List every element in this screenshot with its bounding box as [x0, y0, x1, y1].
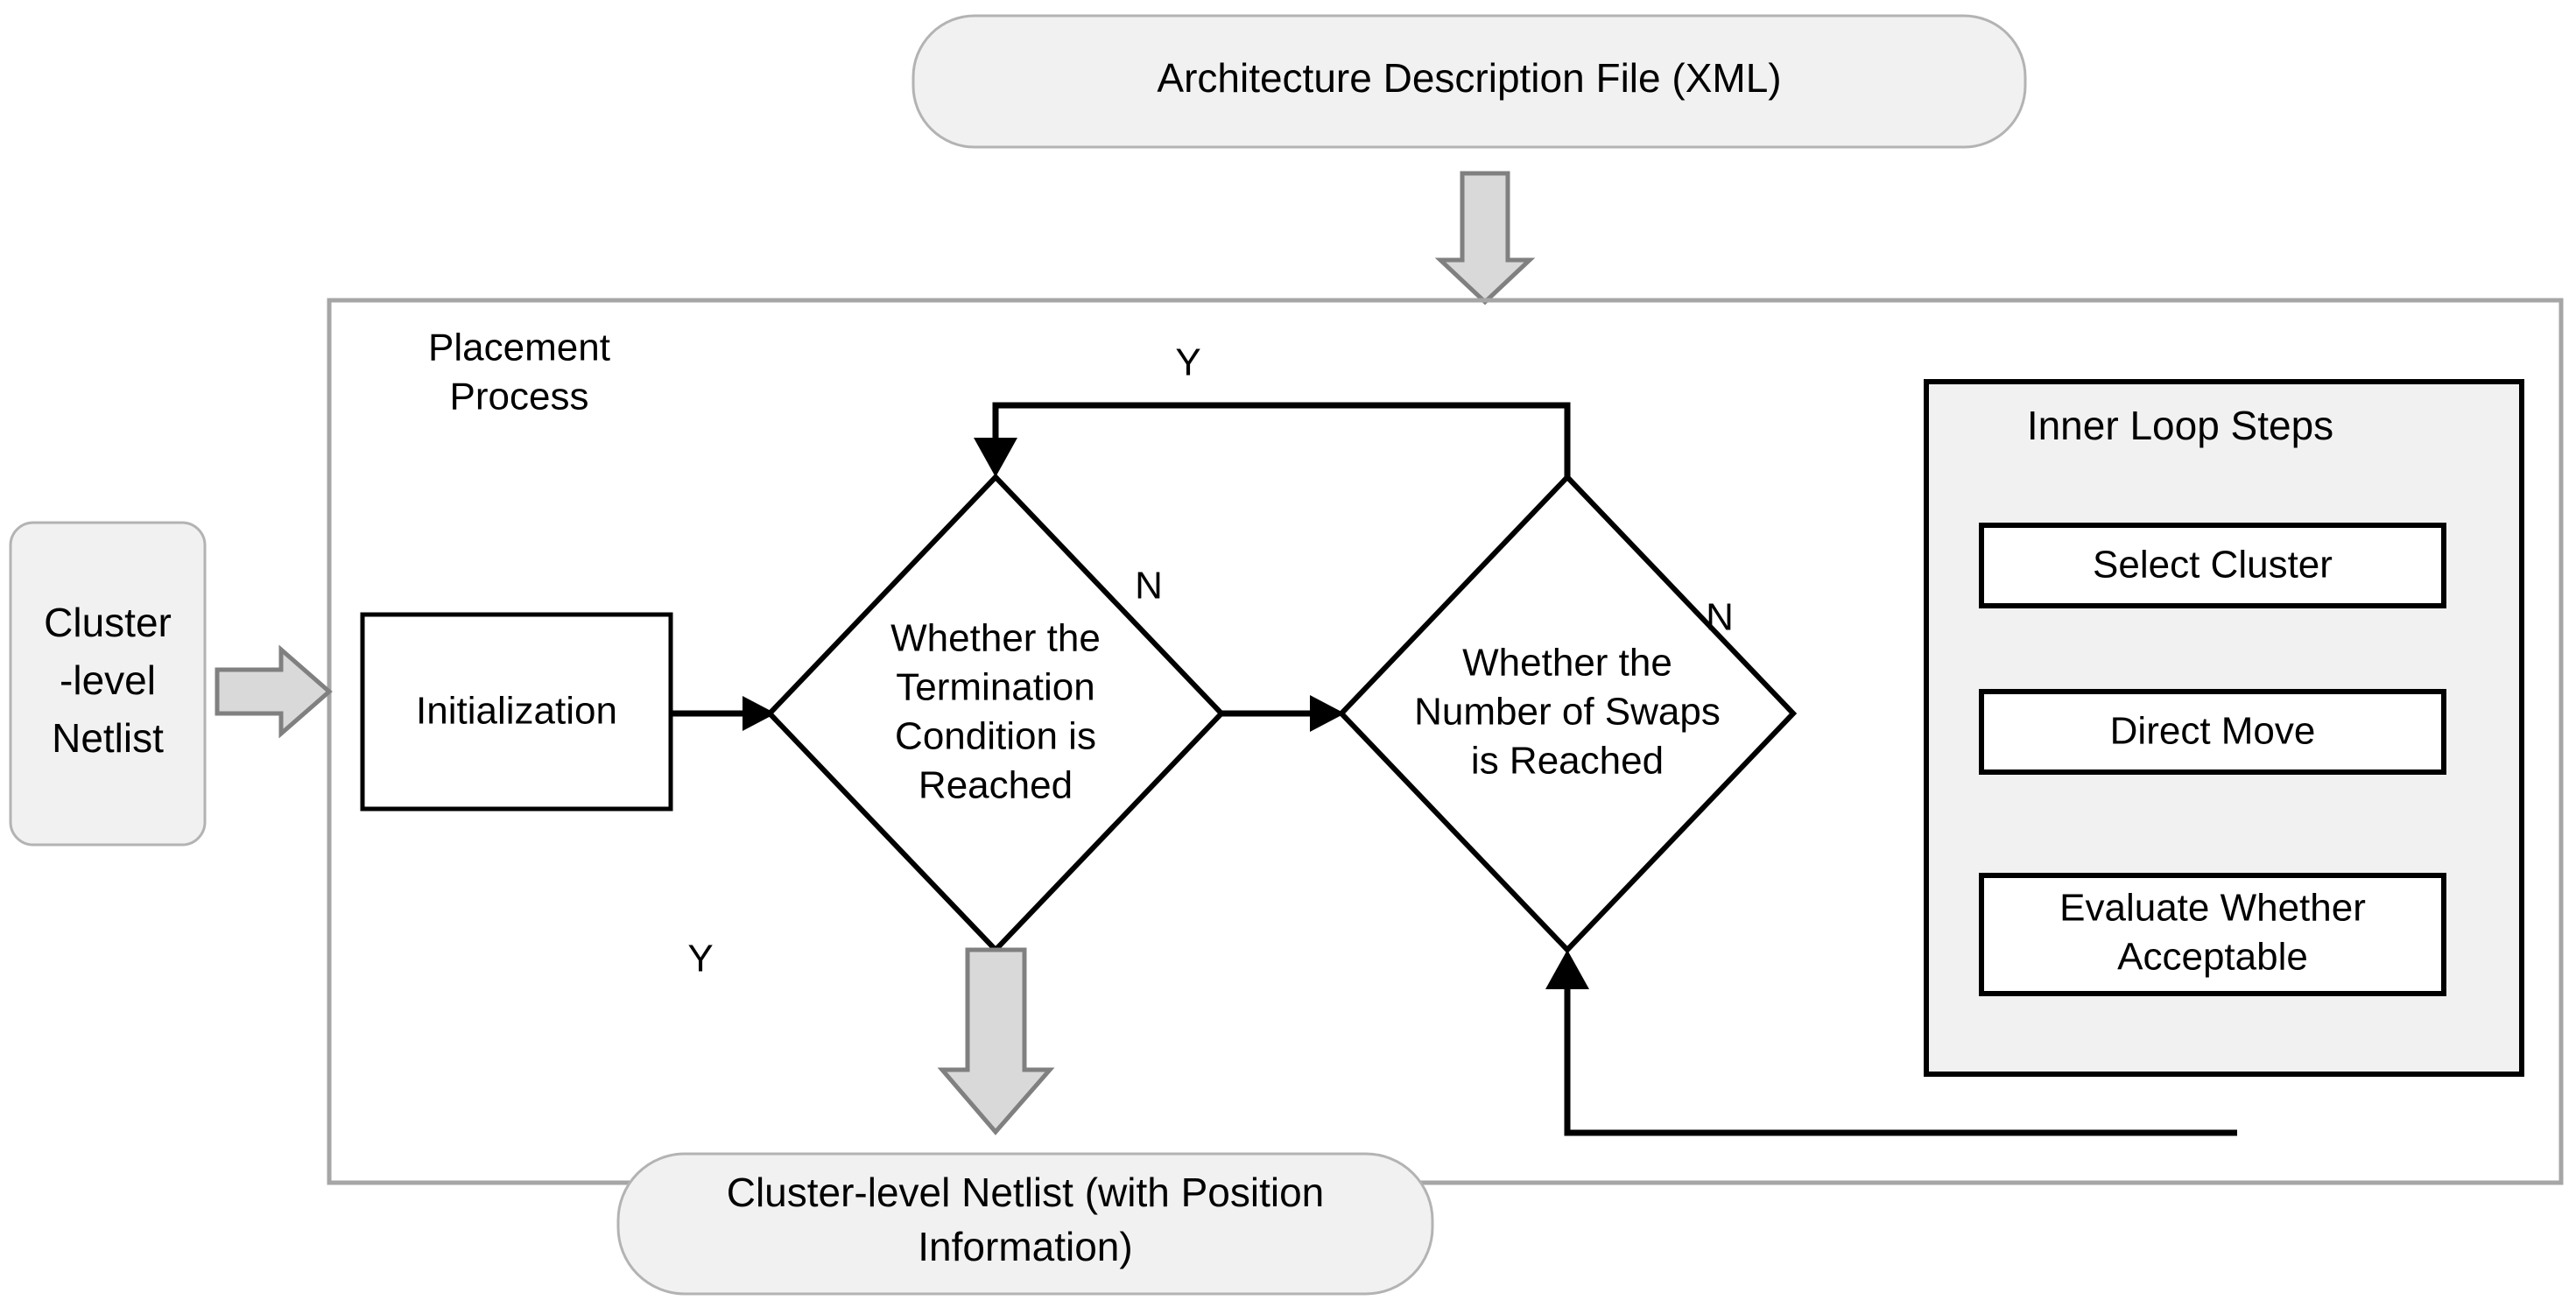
edge-initialization-to-termination — [671, 696, 776, 731]
inner-loop-steps-panel: Inner Loop Steps Select Cluster Direct M… — [1924, 379, 2524, 1077]
swaps-count-label-line-1: Whether the — [1462, 642, 1672, 685]
termination-condition-diamond — [765, 473, 1226, 954]
edge-label-termination-yes: Y — [687, 938, 713, 980]
edge-label-termination-no: N — [1135, 565, 1163, 608]
architecture-file-pill — [911, 14, 2027, 149]
inner-loop-panel-title: Inner Loop Steps — [2027, 403, 2333, 448]
result-netlist-pill — [616, 1152, 1434, 1296]
evaluate-acceptable-label-line-2: Acceptable — [2117, 936, 2308, 979]
inner-loop-step-direct-move[interactable]: Direct Move — [1979, 689, 2446, 775]
cluster-netlist-label-line-2: -level — [60, 657, 156, 703]
direct-move-box — [1979, 689, 2446, 775]
placement-process-title-line-2: Process — [450, 376, 589, 418]
edge-termination-no-to-swaps — [1221, 695, 1345, 732]
inner-loop-step-evaluate-acceptable[interactable]: Evaluate Whether Acceptable — [1979, 873, 2446, 996]
edge-inner-loop-feedback — [1545, 950, 2237, 1136]
cluster-netlist-label-line-1: Cluster — [44, 600, 172, 645]
evaluate-acceptable-label-line-1: Evaluate Whether — [2059, 887, 2366, 930]
evaluate-acceptable-box — [1979, 873, 2446, 996]
placement-process-title-line-1: Placement — [428, 327, 610, 369]
termination-condition-label-line-2: Termination — [896, 666, 1094, 709]
select-cluster-box — [1979, 523, 2446, 608]
initialization-box — [360, 612, 673, 812]
placement-process-container — [327, 298, 2564, 1185]
cluster-netlist-input-node[interactable]: Cluster -level Netlist — [9, 521, 207, 847]
result-netlist-node[interactable]: Cluster-level Netlist (with Position Inf… — [616, 1152, 1434, 1296]
termination-condition-decision[interactable]: Whether the Termination Condition is Rea… — [765, 473, 1226, 954]
placement-process-title: Placement Process — [428, 327, 610, 418]
architecture-file-node[interactable]: Architecture Description File (XML) — [911, 14, 2027, 149]
netlist-to-process-block-arrow — [215, 644, 333, 739]
direct-move-label: Direct Move — [2110, 710, 2316, 753]
cluster-netlist-pill — [9, 521, 207, 847]
termination-yes-block-arrow — [937, 947, 1055, 1135]
edge-swaps-yes-loopback — [974, 402, 1571, 477]
xml-to-process-block-arrow — [1434, 171, 1536, 306]
result-netlist-label-line-2: Information) — [918, 1224, 1132, 1269]
initialization-node[interactable]: Initialization — [360, 612, 673, 812]
swaps-count-label-line-2: Number of Swaps — [1414, 691, 1721, 734]
edge-label-loopback-yes: Y — [1175, 341, 1200, 384]
architecture-file-label: Architecture Description File (XML) — [1157, 55, 1781, 101]
edge-label-swaps-no: N — [1706, 596, 1734, 639]
swaps-count-label-line-3: is Reached — [1471, 740, 1664, 783]
cluster-netlist-label-line-3: Netlist — [52, 715, 164, 761]
termination-condition-label-line-3: Condition is — [895, 715, 1096, 758]
inner-loop-step-select-cluster[interactable]: Select Cluster — [1979, 523, 2446, 608]
select-cluster-label: Select Cluster — [2093, 544, 2333, 587]
swaps-count-decision[interactable]: Whether the Number of Swaps is Reached — [1337, 473, 1798, 954]
result-netlist-label-line-1: Cluster-level Netlist (with Position — [727, 1170, 1325, 1215]
initialization-label: Initialization — [416, 690, 617, 733]
termination-condition-label-line-1: Whether the — [890, 617, 1101, 660]
termination-condition-label-line-4: Reached — [918, 764, 1073, 807]
